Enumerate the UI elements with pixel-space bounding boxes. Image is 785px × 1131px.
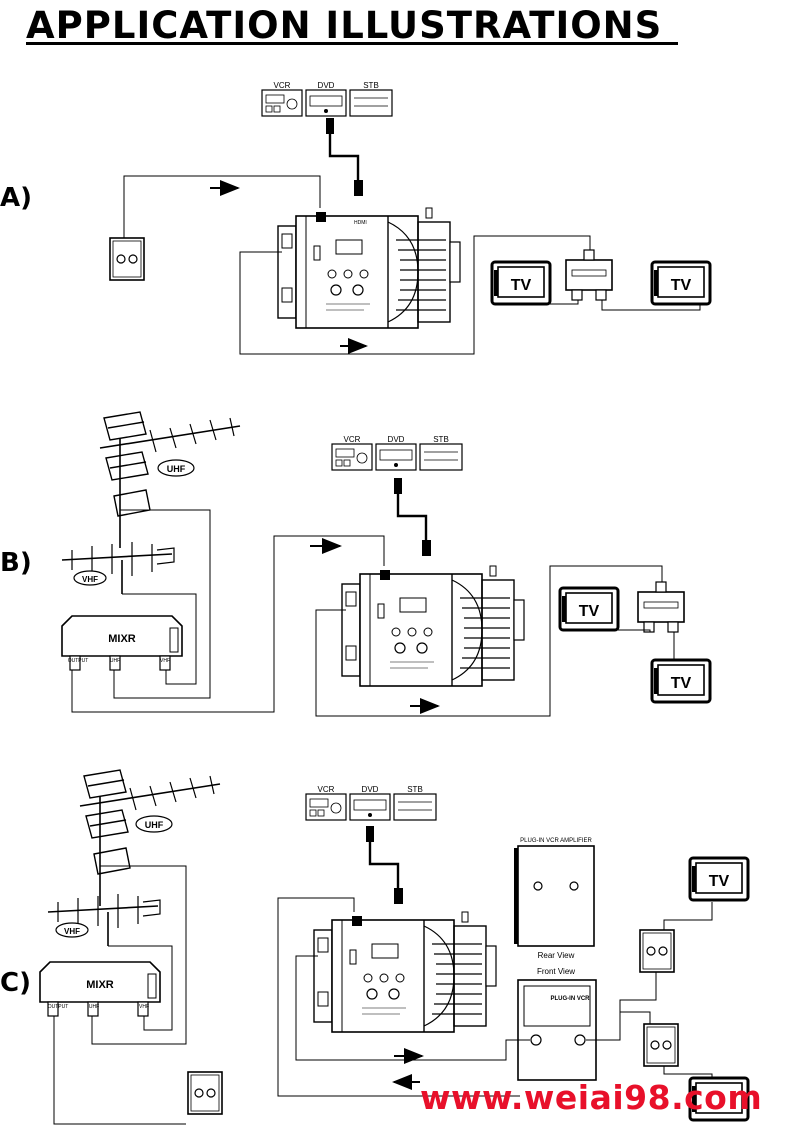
mixer-uhf-label: UHF (89, 1004, 99, 1010)
mixer-uhf-label: UHF (110, 658, 120, 664)
title-underline (26, 42, 678, 45)
section-c: UHF VHF MIXR OUTPUT UHF VHF VCR DVD STB … (39, 769, 750, 1125)
tv-label: TV (709, 873, 730, 890)
section-label-c: C) (0, 968, 31, 998)
modulator-a (277, 207, 461, 329)
modulator-c (313, 911, 497, 1033)
section-label-b: B) (0, 548, 32, 578)
section-b: UHF VHF MIXR OUTPUT UHF VHF VCR DVD STB … (61, 411, 712, 717)
vcr-label: VCR (274, 81, 291, 90)
watermark-text: www.weiai98.com (420, 1078, 763, 1117)
hdmi-cable-c (364, 824, 405, 906)
splitter-a (565, 249, 613, 301)
source-devices-a (261, 89, 393, 117)
dvd-label: DVD (362, 785, 379, 794)
mixer-vhf-label: VHF (139, 1004, 149, 1010)
mixer-name-label: MIXR (108, 633, 136, 645)
tv-label: TV (511, 277, 532, 294)
vhf-label: VHF (82, 575, 98, 584)
front-view-label: Front View (537, 967, 575, 976)
tv-label: TV (579, 603, 600, 620)
mixer-output-label: OUTPUT (48, 1004, 69, 1010)
vhf-label: VHF (64, 927, 80, 936)
dvd-label: DVD (318, 81, 335, 90)
section-a: VCR DVD STB HDMI TV TV (109, 81, 712, 355)
stb-label: STB (363, 81, 379, 90)
vcr-label: VCR (318, 785, 335, 794)
splitter-b (637, 581, 685, 633)
stb-label: STB (433, 435, 449, 444)
vhf-antenna-c (47, 893, 161, 947)
page-title: APPLICATION ILLUSTRATIONS (26, 4, 663, 47)
rear-view-label: Rear View (538, 951, 575, 960)
source-devices-c (305, 793, 437, 821)
hdmi-port-label: HDMI (354, 220, 367, 226)
vhf-antenna-b (61, 541, 175, 595)
dvd-label: DVD (388, 435, 405, 444)
amplifier-front-label: PLUG-IN VCR (551, 996, 591, 1002)
source-devices-b (331, 443, 463, 471)
hdmi-cable-a (324, 116, 365, 198)
uhf-antenna-c (79, 769, 221, 907)
tv-label: TV (671, 277, 692, 294)
tv-label: TV (671, 675, 692, 692)
amplifier-title: PLUG-IN VCR AMPLIFIER (520, 838, 592, 844)
mixer-output-label: OUTPUT (68, 658, 89, 664)
modulator-b (341, 565, 525, 687)
uhf-label: UHF (145, 820, 164, 830)
uhf-antenna-b (99, 411, 241, 549)
hdmi-cable-b (392, 476, 433, 558)
wall-outlet-a (109, 237, 145, 281)
mixer-vhf-label: VHF (160, 658, 170, 664)
vcr-label: VCR (344, 435, 361, 444)
stb-label: STB (407, 785, 423, 794)
mixer-name-label: MIXR (86, 979, 114, 991)
wall-outlet-c3 (643, 1023, 679, 1067)
wall-outlet-c (187, 1071, 223, 1115)
wall-outlet-c2 (639, 929, 675, 973)
amplifier-rear (517, 845, 595, 947)
section-label-a: A) (0, 183, 33, 213)
uhf-label: UHF (167, 464, 186, 474)
amplifier-front (517, 979, 597, 1081)
